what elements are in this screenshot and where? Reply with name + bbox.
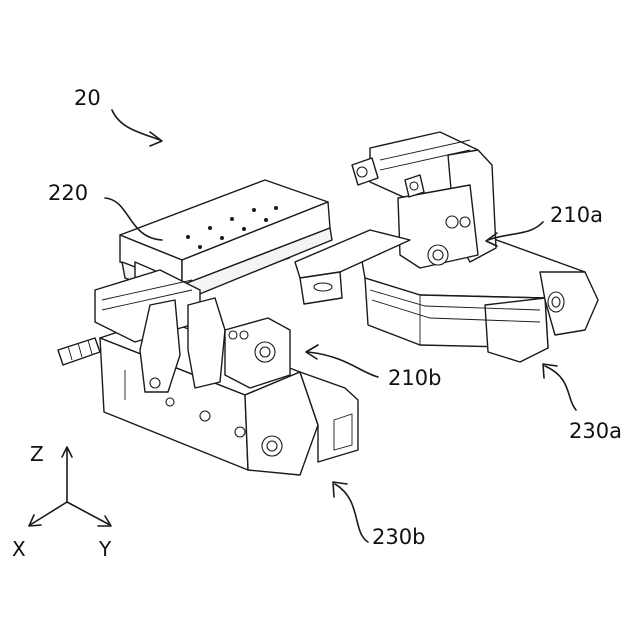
axis-label-y: Y: [99, 539, 111, 559]
leader-230a: [543, 364, 576, 410]
label-jaw-230a: 230a: [569, 421, 622, 442]
leader-210b: [306, 345, 378, 377]
label-jaw-230b: 230b: [372, 527, 425, 548]
axis-label-z: Z: [30, 444, 44, 464]
leader-230b: [333, 482, 368, 542]
label-slide-unit-220: 220: [48, 183, 88, 204]
label-clamp-210a: 210a: [550, 205, 603, 226]
clamp-210b: [58, 270, 290, 392]
leader-20: [112, 110, 162, 146]
label-clamp-210b: 210b: [388, 368, 441, 389]
axis-label-x: X: [12, 539, 26, 559]
label-assembly-20: 20: [74, 88, 101, 109]
